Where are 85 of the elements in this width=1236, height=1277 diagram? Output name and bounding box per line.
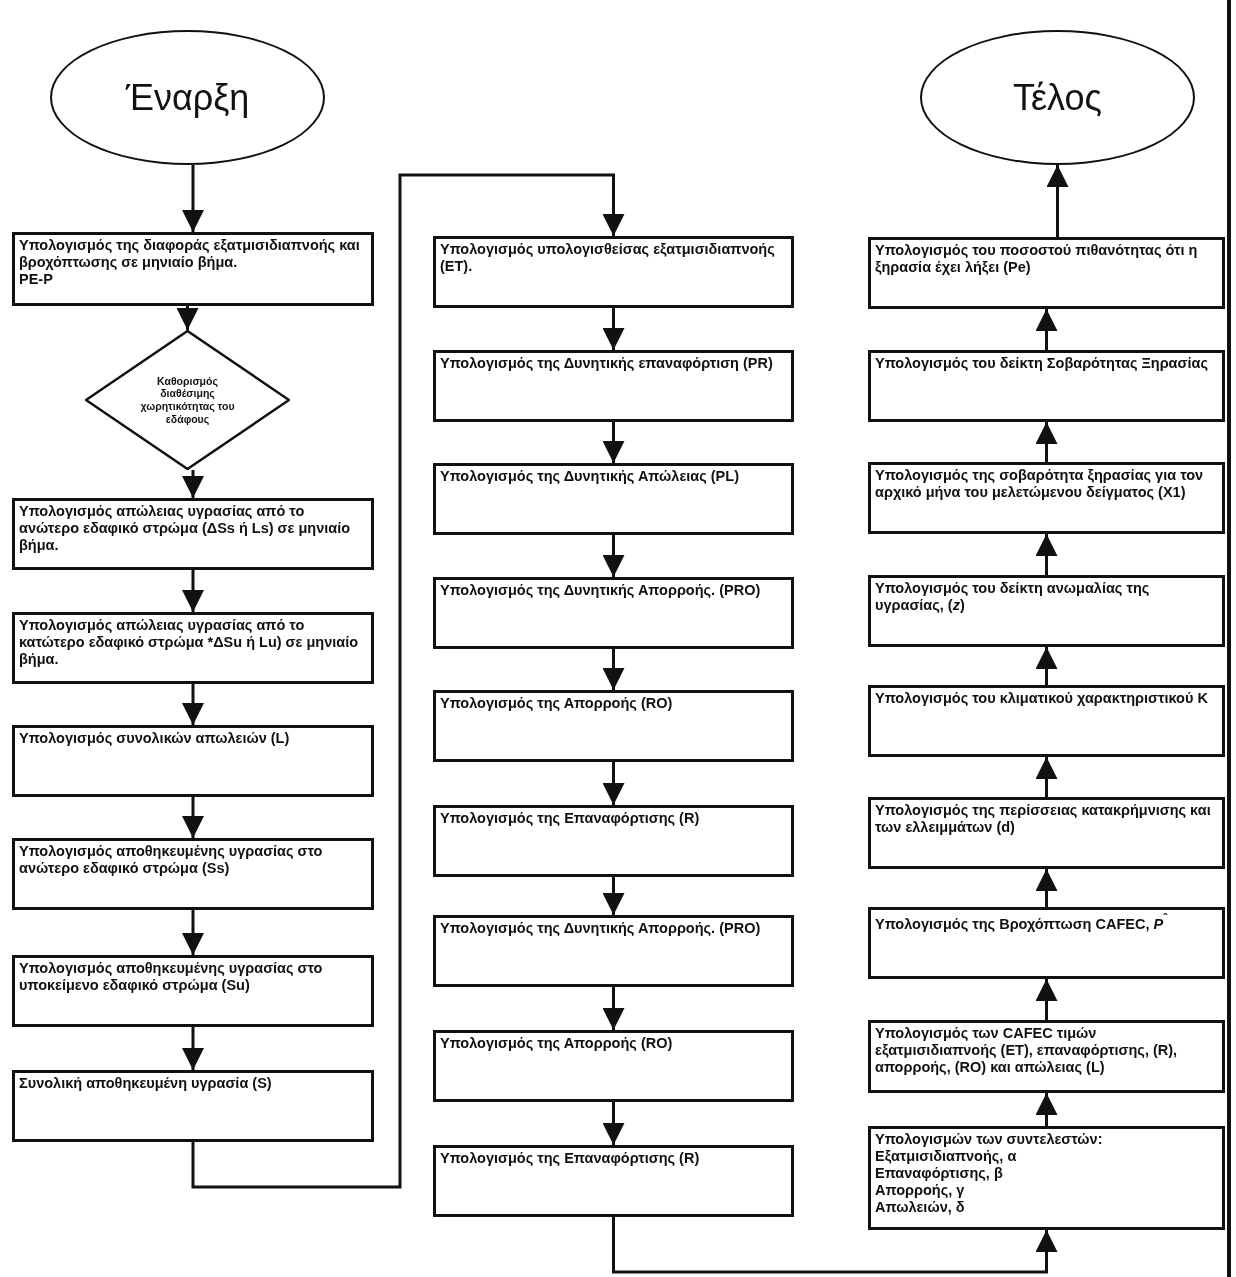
step-text: Υπολογισμός του δείκτη ανωμαλίας της υγρασίας, (z) (875, 580, 1151, 614)
arrow (602, 987, 625, 1030)
arrow (182, 470, 204, 498)
arrow (1035, 422, 1058, 462)
process-box (868, 907, 1225, 979)
process-box (12, 1070, 374, 1142)
step-text: Υπολογισμός της Δυνητικής Απώλειας (PL) (440, 468, 740, 485)
arrow (602, 422, 625, 463)
arrow (1035, 869, 1058, 907)
arrow (1035, 979, 1058, 1020)
step-text: PE-P (19, 270, 54, 288)
process-box (868, 575, 1225, 647)
arrow (1035, 534, 1058, 575)
arrow (1046, 165, 1069, 237)
process-box (433, 577, 794, 649)
arrow (182, 797, 204, 838)
process-box (868, 350, 1225, 422)
process-box (12, 725, 374, 797)
process-box (12, 612, 374, 684)
step-text: Υπολογισμός της Δυνητικής Απορροής. (PRO) (440, 582, 762, 599)
process-box (868, 462, 1225, 534)
step-text: Συνολική αποθηκευμένη υγρασία (S) (19, 1075, 273, 1092)
step-text: Εξατμισιδιαπνοής, α (875, 1147, 1018, 1165)
arrow (1035, 757, 1058, 797)
process-box (12, 838, 374, 910)
step-text: Απωλειών, δ (875, 1198, 966, 1216)
step-text: Υπολογισμός της Δυνητικής Απορροής. (PRO) (440, 920, 762, 937)
step-text: Υπολογισμός της Απορροής (RO) (440, 1035, 674, 1052)
arrow (612, 1217, 1058, 1274)
step-text: Υπολογισμός απώλειας υγρασίας από το κατώτερο εδαφικό στρώμα *ΔSu ή Lu) σε μηνιαίο βήμα. (19, 617, 360, 668)
process-box (868, 237, 1225, 309)
arrow (602, 649, 625, 690)
process-box (433, 236, 794, 308)
process-box (868, 685, 1225, 757)
process-box (868, 797, 1225, 869)
step-text: Υπολογισμός αποθηκευμένης υγρασίας στο υποκείμενο εδαφικό στρώμα (Su) (19, 960, 324, 994)
step-text: Υπολογισμός συνολικών απωλειών (L) (19, 730, 291, 747)
step-text: Υπολογισμός υπολογισθείσας εξατμισιδιαπνοής (ET). (440, 241, 776, 275)
terminal-label: Τέλος (1013, 76, 1102, 119)
step-text: Υπολογισμός απώλειας υγρασίας από το ανώτερο εδαφικό στρώμα (ΔSs ή Ls) σε μηνιαίο βήμα. (19, 503, 352, 554)
arrow (182, 684, 204, 725)
step-text: Υπολογισμός αποθηκευμένης υγρασίας στο ανώτερο εδαφικό στρώμα (Ss) (19, 843, 324, 877)
process-box (433, 1030, 794, 1102)
step-text: Υπολογισμός του κλιματικού χαρακτηριστικού K (875, 690, 1209, 707)
arrow (182, 910, 204, 955)
process-box (12, 232, 374, 306)
arrow (602, 877, 625, 915)
arrow (182, 165, 204, 232)
decision-text: Καθορισμός διαθέσιμης χωρητικότητας του εδάφους (139, 374, 236, 426)
arrow (182, 1027, 204, 1070)
arrow (1035, 1093, 1058, 1126)
step-text: Απορροής, γ (875, 1181, 966, 1199)
arrow (176, 306, 199, 330)
arrow (602, 1102, 625, 1145)
process-box (433, 463, 794, 535)
step-text: Υπολογισμός του δείκτη Σοβαρότητας Ξηρασίας (875, 355, 1209, 372)
process-box (433, 350, 794, 422)
step-text: Επαναφόρτισης, β (875, 1164, 1004, 1182)
step-text: Υπολογισμός της Επαναφόρτισης (R) (440, 1150, 701, 1167)
process-box (868, 1020, 1225, 1093)
arrow (191, 173, 625, 1189)
process-box (868, 1126, 1225, 1230)
arrow (602, 308, 625, 350)
step-text: Υπολογισμών των συντελεστών: (875, 1131, 1104, 1148)
step-text: Υπολογισμός των CAFEC τιμών εξατμισιδιαπνοής (ET), επαναφόρτισης, (R), απορροής, (RO) και απώλειας (L) (875, 1025, 1179, 1076)
step-text: Υπολογισμός του ποσοστού πιθανότητας ότι η ξηρασία έχει λήξει (Pe) (875, 242, 1199, 276)
step-text: Υπολογισμός της σοβαρότητα ξηρασίας για τον αρχικό μήνα του μελετώμενου δείγματος (X1) (875, 467, 1205, 501)
arrow (1035, 647, 1058, 685)
step-text: Υπολογισμός της διαφοράς εξατμισιδιαπνοής και βροχόπτωσης σε μηνιαίο βήμα. (19, 237, 361, 271)
step-text: Υπολογισμός της Επαναφόρτισης (R) (440, 810, 701, 827)
step-text: Υπολογισμός της περίσσειας κατακρήμνισης και των ελλειμμάτων (d) (875, 802, 1212, 836)
process-box (433, 915, 794, 987)
step-text: Υπολογισμός της Βροχόπτωση CAFEC, P$^{ˆ}$ (875, 912, 1169, 933)
process-box (12, 498, 374, 570)
process-box (433, 1145, 794, 1217)
process-box (433, 805, 794, 877)
arrow (182, 570, 204, 612)
step-text: Υπολογισμός της Δυνητικής επαναφόρτιση (PR) (440, 355, 774, 372)
process-box (433, 690, 794, 762)
terminal-label: Έναρξη (125, 76, 250, 119)
arrow (602, 762, 625, 805)
step-text: Υπολογισμός της Απορροής (RO) (440, 695, 674, 712)
arrow (1035, 309, 1058, 350)
process-box (12, 955, 374, 1027)
arrow (602, 535, 625, 577)
